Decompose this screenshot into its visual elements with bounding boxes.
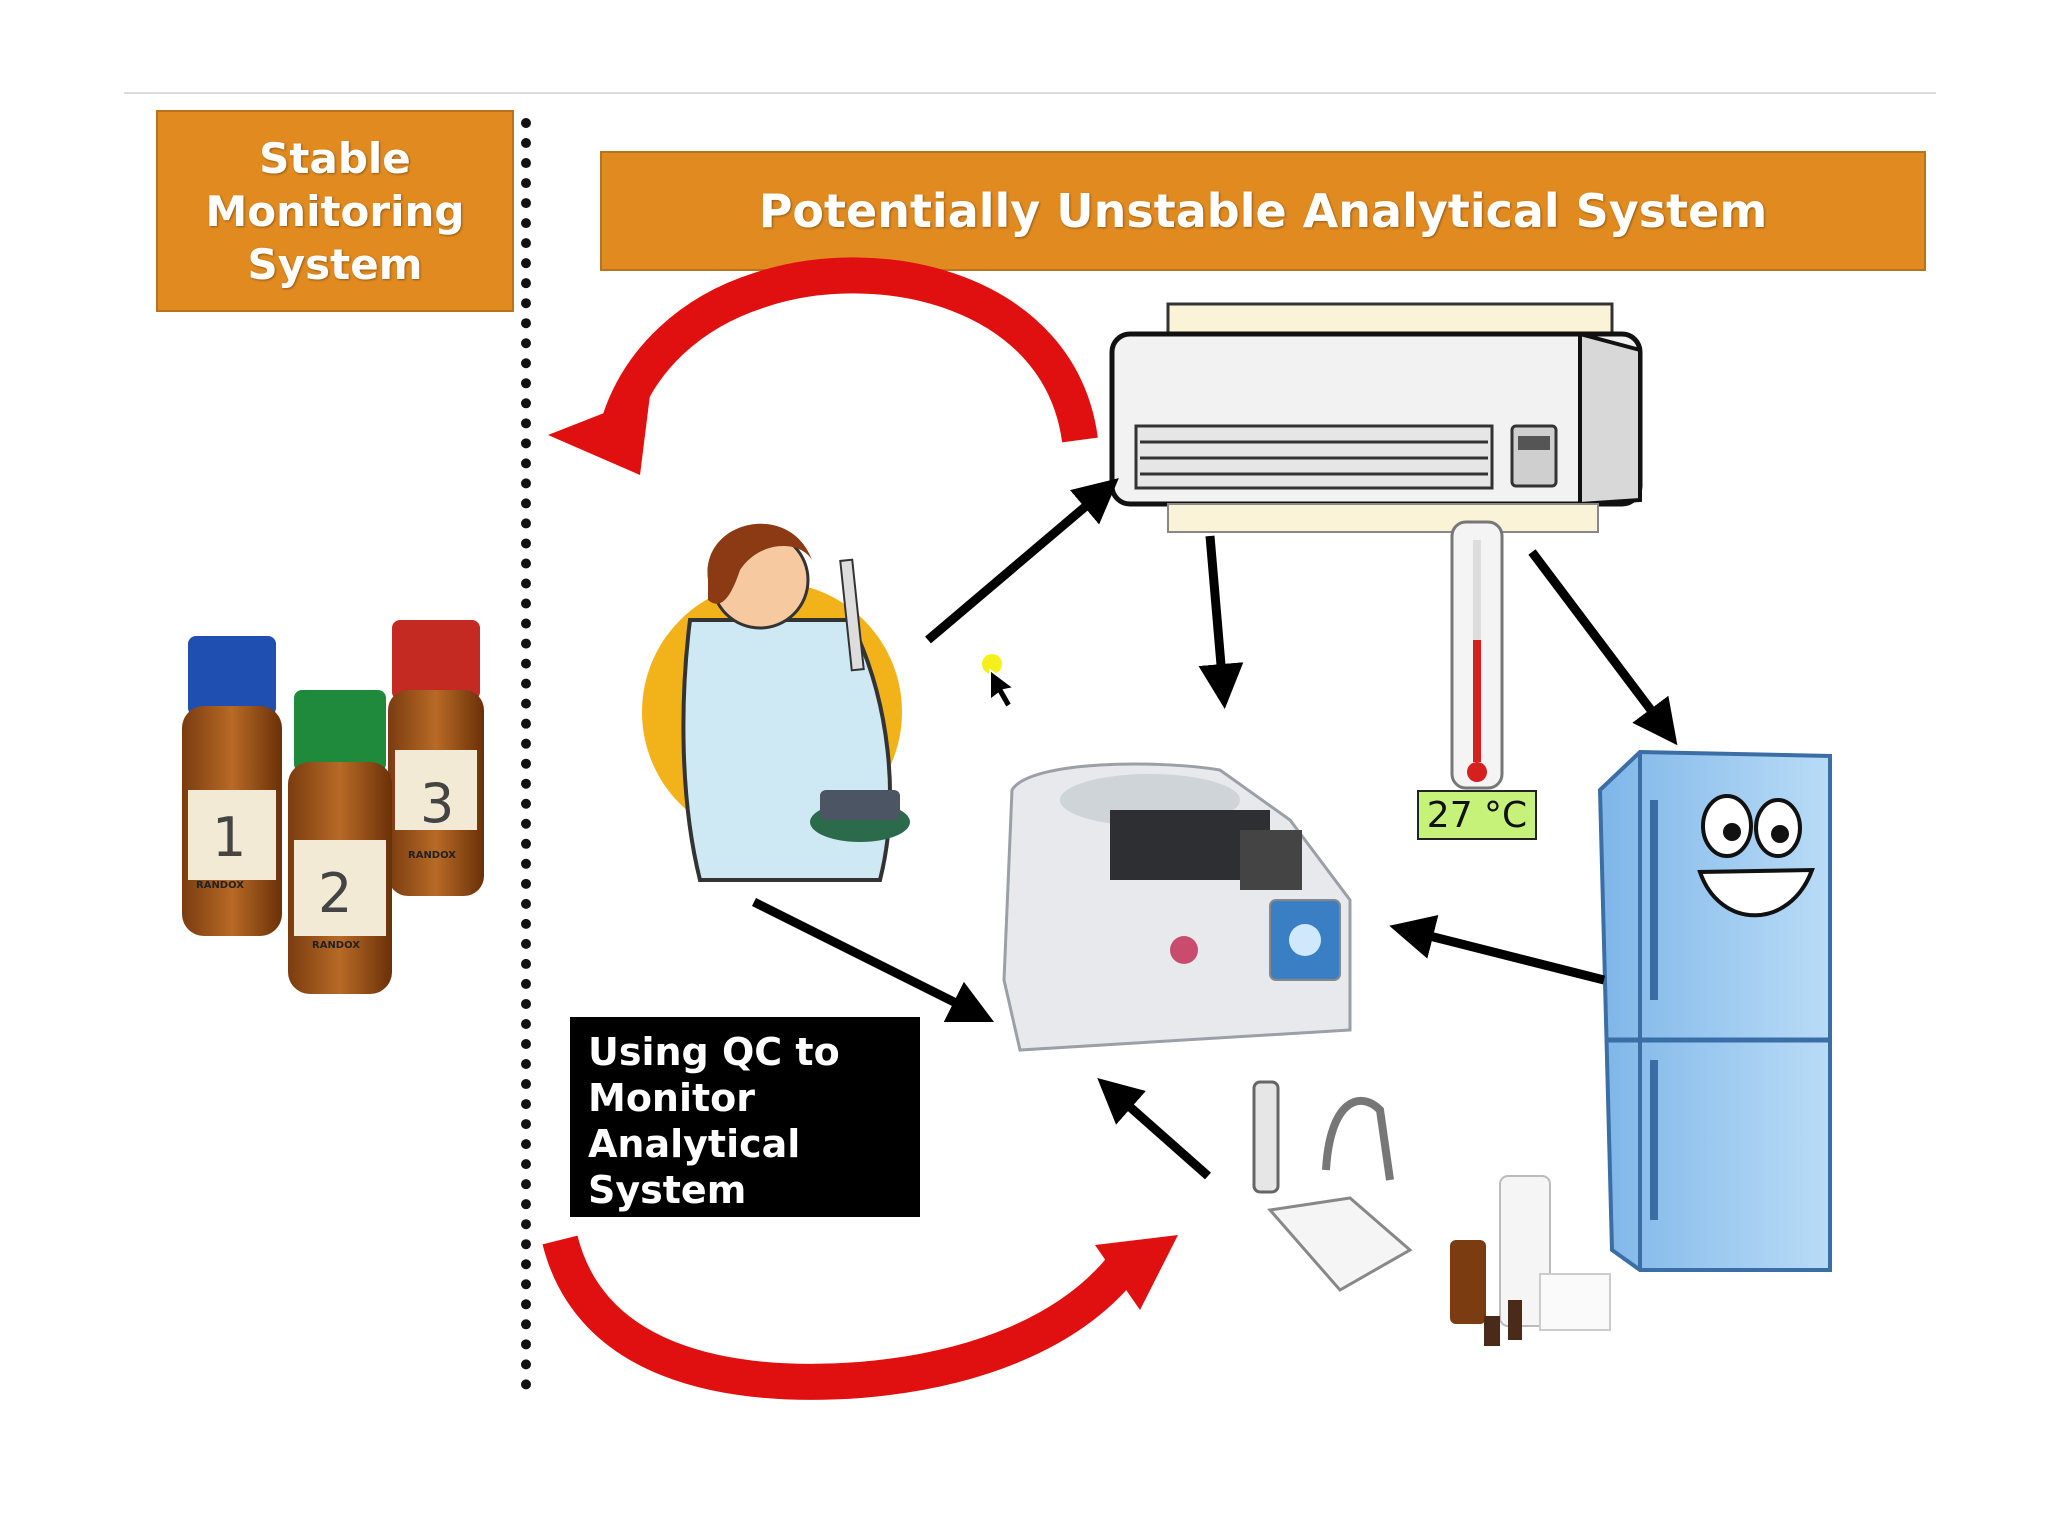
cursor-icon <box>982 654 1017 710</box>
air-conditioner-icon <box>1109 302 1643 533</box>
reagent-bottles-icon <box>1450 1175 1611 1346</box>
header-left-line-2: Monitoring <box>205 186 465 236</box>
arrow-ac-to-analyzer <box>1198 535 1244 709</box>
vial-3-brand: RANDOX <box>408 850 456 861</box>
vial-2-number: 2 <box>318 862 353 925</box>
analyzer-icon <box>1002 762 1352 1052</box>
vial-3-number: 3 <box>420 772 455 835</box>
thermometer-reading: 27 °C <box>1417 790 1537 840</box>
dotted-divider <box>521 118 531 1390</box>
qc-caption-line-4: System <box>588 1168 747 1212</box>
stable-monitoring-header: Stable Monitoring System <box>156 110 514 312</box>
qc-caption-line-1: Using QC to <box>588 1030 840 1074</box>
unstable-analytical-header: Potentially Unstable Analytical System <box>600 151 1926 271</box>
qc-vials-icon <box>182 620 484 994</box>
vial-2-brand: RANDOX <box>312 940 360 951</box>
qc-caption-line-3: Analytical <box>588 1122 801 1166</box>
vial-1-brand: RANDOX <box>196 880 244 891</box>
cycle-arrow-top <box>548 257 1098 475</box>
vial-1-number: 1 <box>212 806 247 869</box>
top-rule <box>124 92 1936 94</box>
arrow-purifier-to-analyzer <box>1097 1078 1211 1180</box>
arrow-tech-to-analyzer <box>751 897 995 1023</box>
qc-caption-line-2: Monitor <box>588 1076 756 1120</box>
thermometer-icon <box>1450 520 1504 790</box>
lab-technician-icon <box>642 523 910 882</box>
cycle-arrow-bottom <box>542 1235 1178 1400</box>
qc-monitor-caption: Using QC to Monitor Analytical System <box>570 1017 920 1217</box>
arrow-fridge-to-analyzer <box>1389 914 1606 985</box>
refrigerator-icon <box>1597 749 1832 1272</box>
arrow-tech-to-ac <box>925 478 1119 644</box>
header-left-line-1: Stable <box>259 133 411 183</box>
arrows <box>751 478 1678 1180</box>
arrow-ac-to-fridge <box>1528 549 1678 746</box>
water-purifier-icon <box>1252 1080 1413 1292</box>
header-left-line-3: System <box>247 239 423 289</box>
